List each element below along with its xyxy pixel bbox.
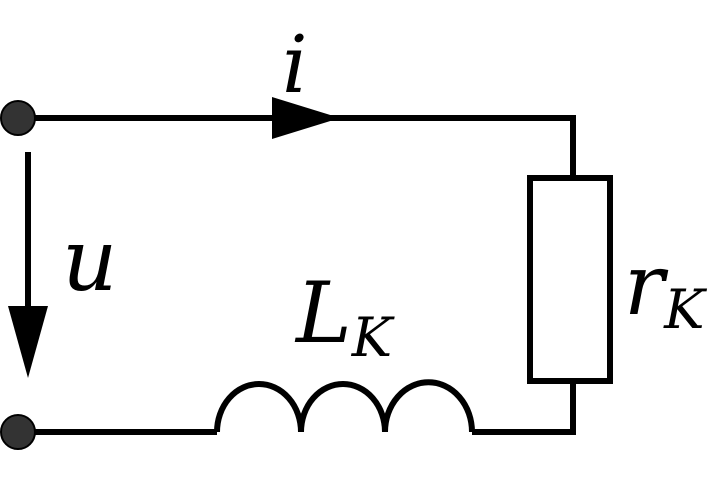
voltage-arrow-head (8, 306, 48, 378)
inductor-label: LK (294, 264, 395, 369)
resistor-label: rK (624, 236, 707, 341)
resistor-symbol: r (624, 236, 669, 334)
resistor-bottom-wire (472, 381, 576, 435)
top-wire (18, 115, 576, 178)
voltage-label: u (62, 211, 117, 311)
inductor-coil (214, 379, 475, 433)
inductor-subscript: K (351, 306, 395, 369)
bottom-terminal (0, 414, 36, 450)
resistor (527, 175, 613, 384)
current-arrow (272, 97, 340, 139)
resistor-subscript: K (663, 278, 707, 341)
current-label: i (282, 18, 308, 111)
top-terminal (0, 100, 36, 136)
inductor-symbol: L (294, 264, 352, 362)
